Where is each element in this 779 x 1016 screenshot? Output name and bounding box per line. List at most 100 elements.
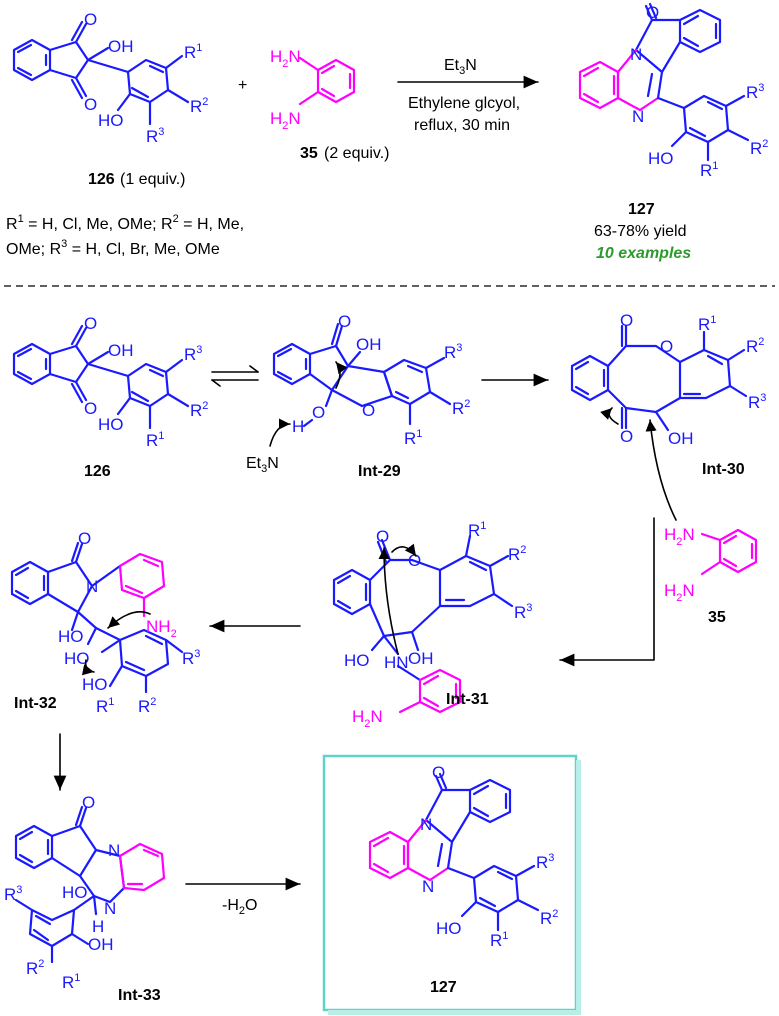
label-int33: Int-33 [118, 987, 161, 1004]
svg-text:R3: R3 [514, 602, 532, 622]
svg-text:HN: HN [384, 653, 409, 672]
svg-text:R2: R2 [190, 96, 208, 116]
svg-text:H2N: H2N [270, 47, 301, 70]
svg-text:HO: HO [58, 627, 84, 646]
amine-label-top: 35 [300, 145, 318, 162]
svg-text:O: O [78, 529, 91, 548]
svg-text:O: O [376, 527, 389, 546]
structure-35-mech [700, 528, 758, 576]
svg-text:R1: R1 [468, 520, 486, 540]
svg-text:H2N: H2N [270, 109, 301, 132]
svg-text:O: O [312, 403, 325, 422]
equilibrium-arrow [211, 365, 259, 387]
svg-text:N: N [420, 815, 432, 834]
product-examples: 10 examples [596, 245, 691, 262]
svg-text:O: O [620, 311, 633, 330]
svg-text:R3: R3 [746, 82, 764, 102]
structure-int33 [14, 805, 166, 964]
svg-text:HO: HO [62, 883, 88, 902]
svg-text:R1 = H, Cl, Me, OMe; R2 = H, M: R1 = H, Cl, Me, OMe; R2 = H, Me, [6, 213, 244, 233]
svg-text:R2: R2 [190, 400, 208, 420]
svg-text:OH: OH [356, 335, 382, 354]
product-yield: 63-78% yield [594, 223, 687, 240]
svg-text:Et3N: Et3N [246, 455, 279, 475]
svg-text:HO: HO [82, 675, 108, 694]
svg-text:O: O [82, 793, 95, 812]
svg-text:H2N: H2N [352, 707, 383, 730]
svg-text:R1: R1 [96, 696, 114, 716]
structure-126-mech [12, 324, 190, 430]
structure-int31 [332, 534, 514, 714]
svg-text:HO: HO [648, 149, 674, 168]
svg-text:O: O [660, 337, 673, 356]
svg-text:O: O [620, 427, 633, 446]
svg-text:R3: R3 [182, 648, 200, 668]
svg-text:N: N [632, 107, 644, 126]
product-label-top: 127 [628, 201, 655, 218]
svg-text:N: N [108, 841, 120, 860]
svg-text:O: O [432, 763, 445, 782]
svg-text:H: H [292, 417, 304, 436]
label-int30: Int-30 [702, 461, 745, 478]
svg-text:O: O [84, 10, 97, 29]
svg-text:R1: R1 [700, 160, 718, 180]
svg-text:HO: HO [98, 415, 124, 434]
svg-text:R2: R2 [452, 398, 470, 418]
svg-text:R2: R2 [746, 336, 764, 356]
svg-text:OH: OH [408, 649, 434, 668]
svg-text:R1: R1 [146, 430, 164, 450]
label-126-mech: 126 [84, 463, 111, 480]
label-35-mech: 35 [708, 609, 726, 626]
svg-text:OH: OH [668, 429, 694, 448]
svg-text:H2N: H2N [664, 525, 695, 548]
sm-equiv-top: (1 equiv.) [120, 171, 186, 188]
structure-int29 [272, 322, 452, 426]
svg-text:R3: R3 [184, 344, 202, 364]
svg-text:R1: R1 [62, 972, 80, 992]
svg-text:O: O [84, 314, 97, 333]
structure-127-top [578, 2, 750, 162]
svg-text:OMe; R3 = H, Cl, Br, Me, OMe: OMe; R3 = H, Cl, Br, Me, OMe [6, 238, 220, 258]
svg-text:N: N [630, 45, 642, 64]
svg-text:O: O [646, 3, 659, 22]
svg-text:H2N: H2N [664, 581, 695, 604]
svg-text:R3: R3 [146, 126, 164, 146]
svg-text:H: H [92, 917, 104, 936]
reagent-line2: Ethylene glcyol, [408, 95, 520, 112]
structure-int32 [10, 541, 184, 694]
plus-sign: + [238, 77, 247, 94]
svg-text:OH: OH [88, 935, 114, 954]
svg-text:HO: HO [64, 649, 90, 668]
svg-text:N: N [422, 877, 434, 896]
svg-text:R2: R2 [26, 958, 44, 978]
svg-text:N: N [104, 899, 116, 918]
amine-equiv-top: (2 equiv.) [324, 145, 390, 162]
svg-text:R2: R2 [138, 696, 156, 716]
svg-text:O: O [362, 401, 375, 420]
svg-text:NH2: NH2 [146, 617, 177, 640]
svg-text:N: N [86, 577, 98, 596]
svg-text:HO: HO [344, 651, 370, 670]
svg-text:OH: OH [108, 341, 134, 360]
sm-label-top: 126 [88, 171, 115, 188]
svg-text:O: O [84, 95, 97, 114]
svg-text:O: O [338, 312, 351, 331]
structure-126-top [12, 20, 190, 126]
label-int32: Int-32 [14, 695, 57, 712]
svg-text:R2: R2 [750, 138, 768, 158]
svg-text:R1: R1 [698, 314, 716, 334]
svg-text:O: O [84, 399, 97, 418]
svg-text:HO: HO [436, 919, 462, 938]
product-box [322, 754, 578, 1012]
arrow-30-31 [559, 517, 655, 667]
svg-text:-H2O: -H2O [222, 897, 257, 917]
svg-text:HO: HO [98, 111, 124, 130]
label-int31: Int-31 [446, 691, 489, 708]
label-int29: Int-29 [358, 463, 401, 480]
structure-127-box [368, 772, 540, 932]
structure-int30 [570, 324, 748, 432]
svg-text:R1: R1 [404, 428, 422, 448]
reagent-line3: reflux, 30 min [414, 117, 510, 134]
svg-text:R2: R2 [508, 544, 526, 564]
